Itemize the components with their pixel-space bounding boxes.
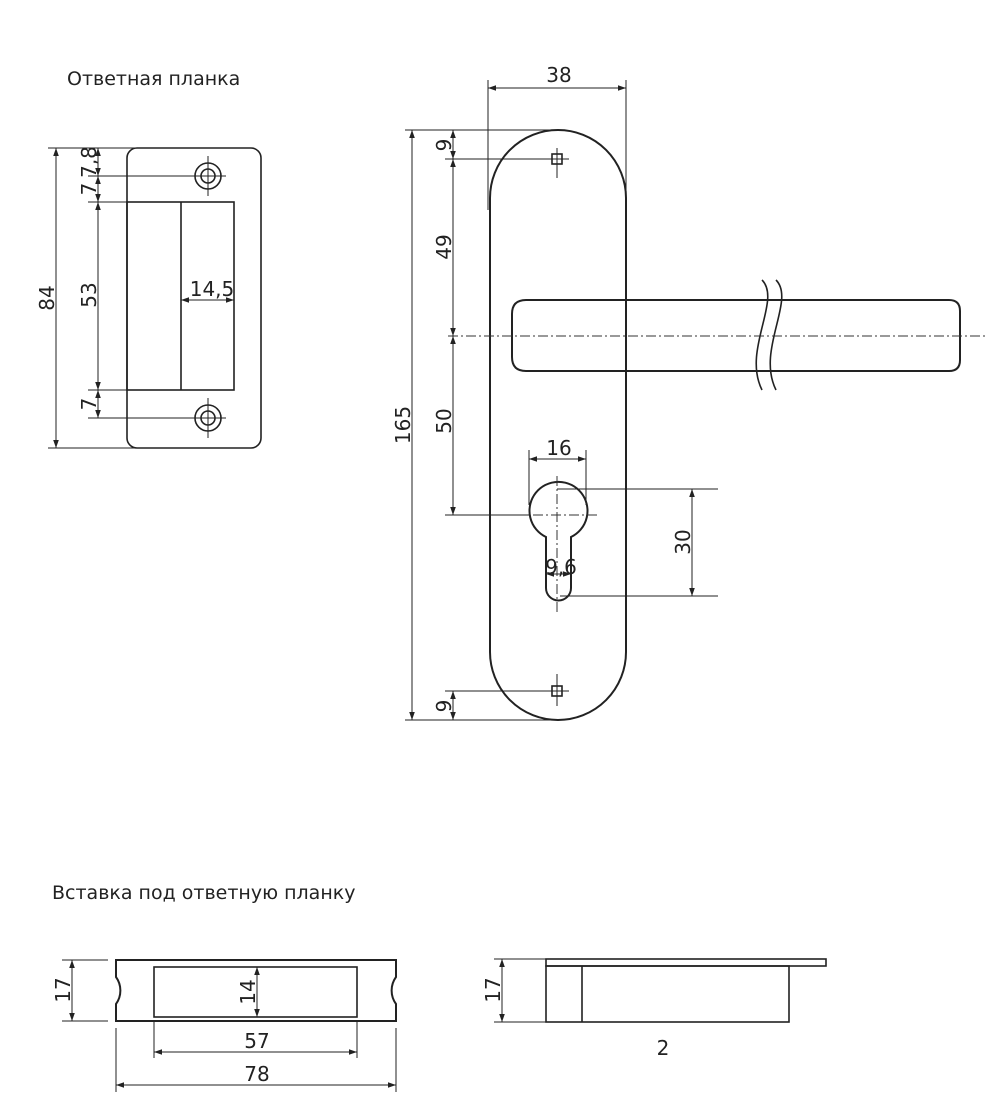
- insert-title: Вставка под ответную планку: [52, 882, 355, 904]
- dim-165: 165: [391, 406, 415, 444]
- cylinder-cutout: [528, 480, 589, 602]
- dim-30: 30: [671, 529, 695, 554]
- insert-side-body: [545, 965, 790, 1023]
- dim-17-side: 17: [481, 977, 505, 1002]
- dim-2: 2: [657, 1036, 670, 1060]
- screw-hole-icon: [545, 674, 569, 706]
- handle-drawing: 38 165 9 49 50 9 16 30 9,6: [391, 63, 985, 721]
- break-line: [769, 279, 783, 391]
- insert-front-outline: [115, 959, 397, 1022]
- dim-16: 16: [546, 436, 571, 460]
- break-line: [755, 279, 769, 391]
- insert-front-drawing: 17 14 57 78: [51, 959, 397, 1092]
- dim-57: 57: [244, 1029, 269, 1053]
- dim-9-top: 9: [432, 139, 456, 152]
- dim-17-front: 17: [51, 977, 75, 1002]
- dim-49: 49: [432, 234, 456, 259]
- dim-38: 38: [546, 63, 571, 87]
- dim-14: 14: [236, 979, 260, 1004]
- dim-9-6: 9,6: [545, 555, 577, 579]
- strike-plate-drawing: 84 7,8 7 53 7 14,5: [35, 146, 262, 449]
- insert-side-flange: [545, 958, 827, 967]
- dim-7-8: 7,8: [77, 146, 101, 178]
- dim-7-bottom: 7: [77, 398, 101, 411]
- handle-plate-outline: [489, 129, 627, 721]
- dim-78: 78: [244, 1062, 269, 1086]
- dim-84: 84: [35, 285, 59, 310]
- dim-9-bottom: 9: [432, 700, 456, 713]
- dim-50: 50: [432, 408, 456, 433]
- dim-7-top: 7: [77, 183, 101, 196]
- insert-side-drawing: 17 2: [481, 958, 827, 1060]
- screw-hole-icon: [545, 148, 569, 178]
- dim-14-5: 14,5: [190, 277, 235, 301]
- dim-53: 53: [77, 282, 101, 307]
- strike-plate-title: Ответная планка: [67, 68, 240, 90]
